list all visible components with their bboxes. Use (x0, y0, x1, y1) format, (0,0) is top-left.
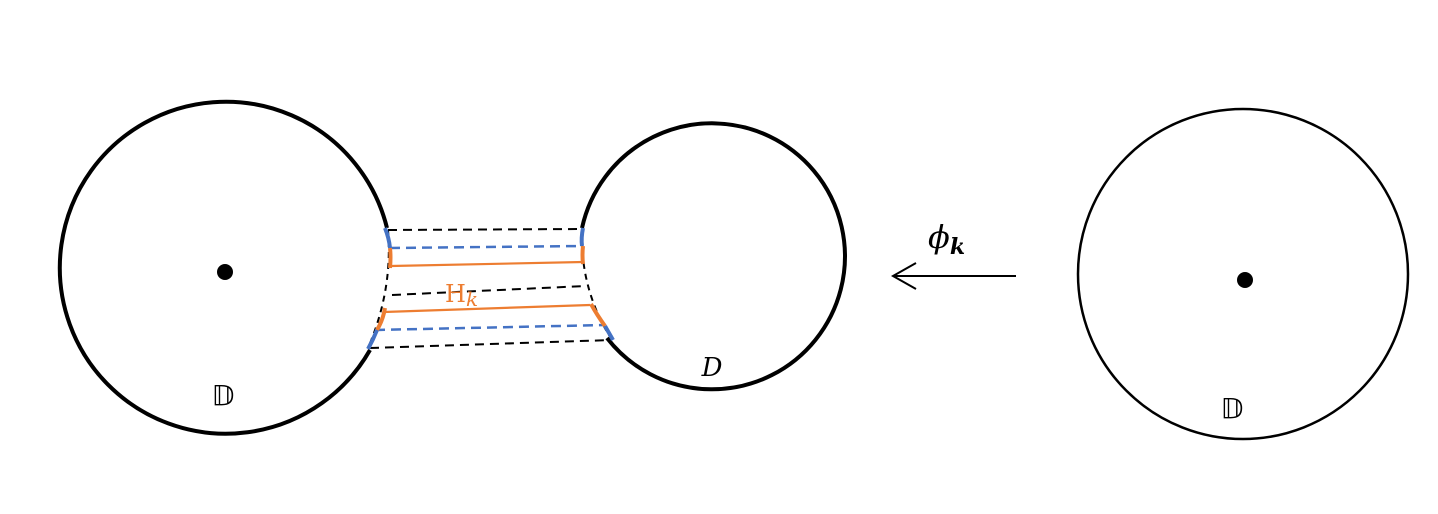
arrow-head (890, 262, 917, 290)
blue-dashed-line-top (389, 244, 583, 250)
strip-label-subscript: k (466, 287, 478, 311)
map-arrow: ϕk (890, 218, 1016, 290)
strip-label: Hk (445, 280, 478, 311)
map-label-symbol: ϕ (928, 218, 950, 256)
middle-domain-label: D (701, 353, 723, 383)
left-disk: 𝔻 (57, 99, 389, 436)
connecting-strip: Hk (366, 227, 615, 350)
orange-arc-left-top (388, 247, 393, 269)
right-disk: 𝔻 (1076, 107, 1410, 441)
blue-arc-left-top (383, 227, 392, 249)
dashed-line-bottom (369, 339, 613, 349)
orange-arc-right-top (580, 245, 585, 265)
right-disk-outline (1076, 107, 1410, 441)
dashed-line-middle (391, 285, 586, 296)
left-disk-outline (57, 99, 389, 436)
left-disk-center-point (217, 264, 233, 280)
blue-arc-right-top (579, 227, 585, 247)
middle-domain: D (580, 121, 847, 392)
orange-line-bottom (383, 303, 591, 314)
right-disk-label: 𝔻 (1221, 392, 1244, 425)
left-disk-label: 𝔻 (212, 379, 235, 412)
strip-label-main: H (445, 280, 466, 308)
orange-line-top (390, 260, 584, 268)
blue-arc-right-bottom (603, 325, 615, 341)
dashed-line-top (387, 228, 583, 231)
right-disk-center-point (1237, 272, 1253, 288)
orange-arc-left-bottom (375, 307, 387, 332)
orange-arc-right-bottom (589, 303, 607, 328)
blue-arc-left-bottom (366, 329, 379, 350)
middle-domain-outline (580, 121, 847, 392)
blue-dashed-line-bottom (374, 323, 606, 332)
map-label: ϕk (928, 218, 965, 260)
strip-right-boundary (580, 229, 613, 341)
map-label-subscript: k (950, 234, 965, 260)
